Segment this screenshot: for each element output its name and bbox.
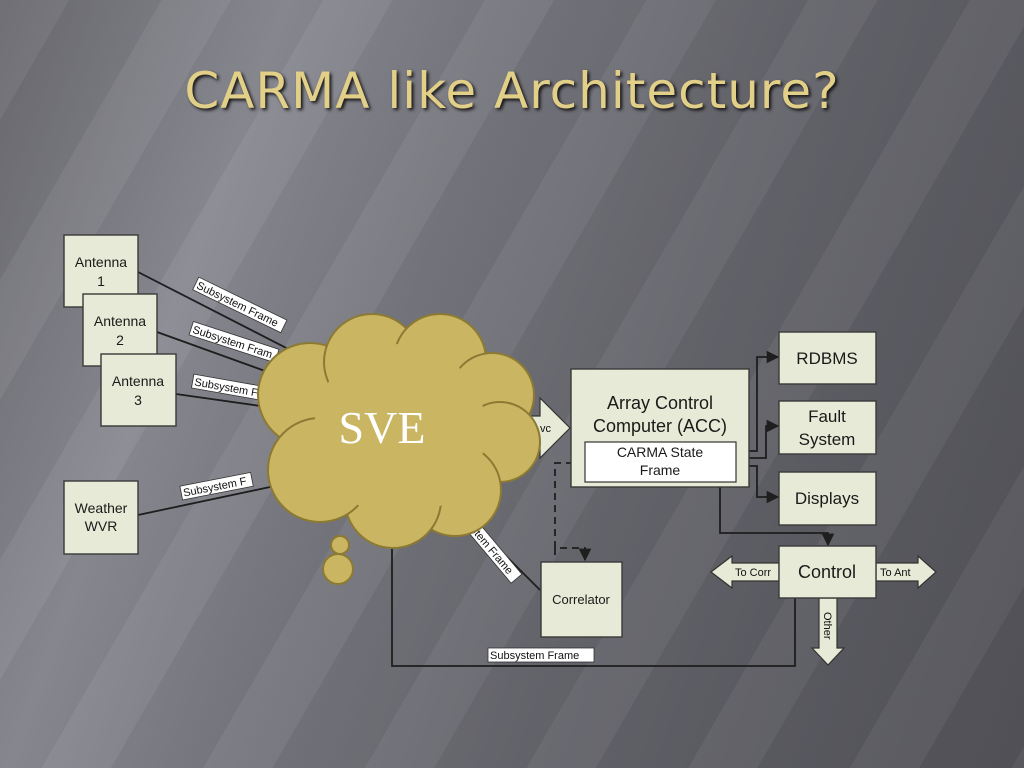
link-control-return	[391, 540, 796, 667]
node-fault-system: Fault System	[778, 400, 877, 455]
link-acc-fault	[736, 419, 780, 459]
node-rdbms: RDBMS	[778, 331, 877, 385]
edge-label-weather: Subsystem F	[179, 471, 254, 501]
svg-text:2: 2	[116, 332, 124, 348]
svg-text:Displays: Displays	[795, 489, 859, 508]
svg-text:vc: vc	[540, 423, 552, 435]
svg-text:Frame: Frame	[640, 462, 681, 478]
svg-text:Subsystem Fram: Subsystem Fram	[191, 324, 274, 361]
sve-label: SVE	[339, 402, 426, 453]
svg-text:Array Control: Array Control	[607, 393, 713, 413]
link-weather-sve	[137, 486, 271, 516]
link-acc-control	[719, 482, 835, 547]
edge-label-antenna3: Subsystem F	[191, 373, 266, 401]
node-displays: Displays	[778, 471, 877, 526]
slide-title: CARMA like Architecture?	[184, 62, 840, 120]
svg-text:1: 1	[97, 273, 105, 289]
svg-text:Fault: Fault	[808, 407, 846, 426]
svg-text:Antenna: Antenna	[75, 254, 127, 270]
node-correlator: Correlator	[540, 561, 623, 638]
edge-label-bottom: Subsystem Frame	[487, 647, 595, 663]
svg-text:System: System	[799, 430, 856, 449]
svg-text:Correlator: Correlator	[552, 592, 610, 607]
svg-text:RDBMS: RDBMS	[796, 349, 857, 368]
node-control: Control	[778, 545, 877, 599]
sve-cloud: SVE	[257, 313, 541, 585]
svg-text:Antenna: Antenna	[94, 313, 146, 329]
svg-text:Weather: Weather	[75, 500, 128, 516]
edge-label-antenna2: Subsystem Fram	[188, 321, 280, 364]
node-antenna-3: Antenna 3	[100, 353, 177, 427]
svg-text:3: 3	[134, 392, 142, 408]
svg-text:Antenna: Antenna	[112, 373, 164, 389]
svg-text:CARMA State: CARMA State	[617, 444, 704, 460]
svg-text:Other: Other	[821, 612, 833, 640]
svg-text:Subsystem Frame: Subsystem Frame	[490, 650, 579, 662]
node-carma-state-frame: CARMA State Frame	[584, 441, 737, 483]
svg-text:To Corr: To Corr	[735, 567, 771, 579]
svg-text:WVR: WVR	[85, 518, 118, 534]
svg-text:To Ant: To Ant	[880, 567, 911, 579]
arrow-other: Other	[810, 597, 846, 666]
arrow-to-ant: To Ant	[875, 554, 937, 590]
link-antenna1-sve	[137, 271, 301, 356]
node-weather-wvr: Weather WVR	[63, 480, 139, 555]
svg-text:Control: Control	[798, 562, 856, 582]
arrow-to-corr: To Corr	[710, 554, 780, 590]
svg-text:Computer (ACC): Computer (ACC)	[593, 416, 727, 436]
